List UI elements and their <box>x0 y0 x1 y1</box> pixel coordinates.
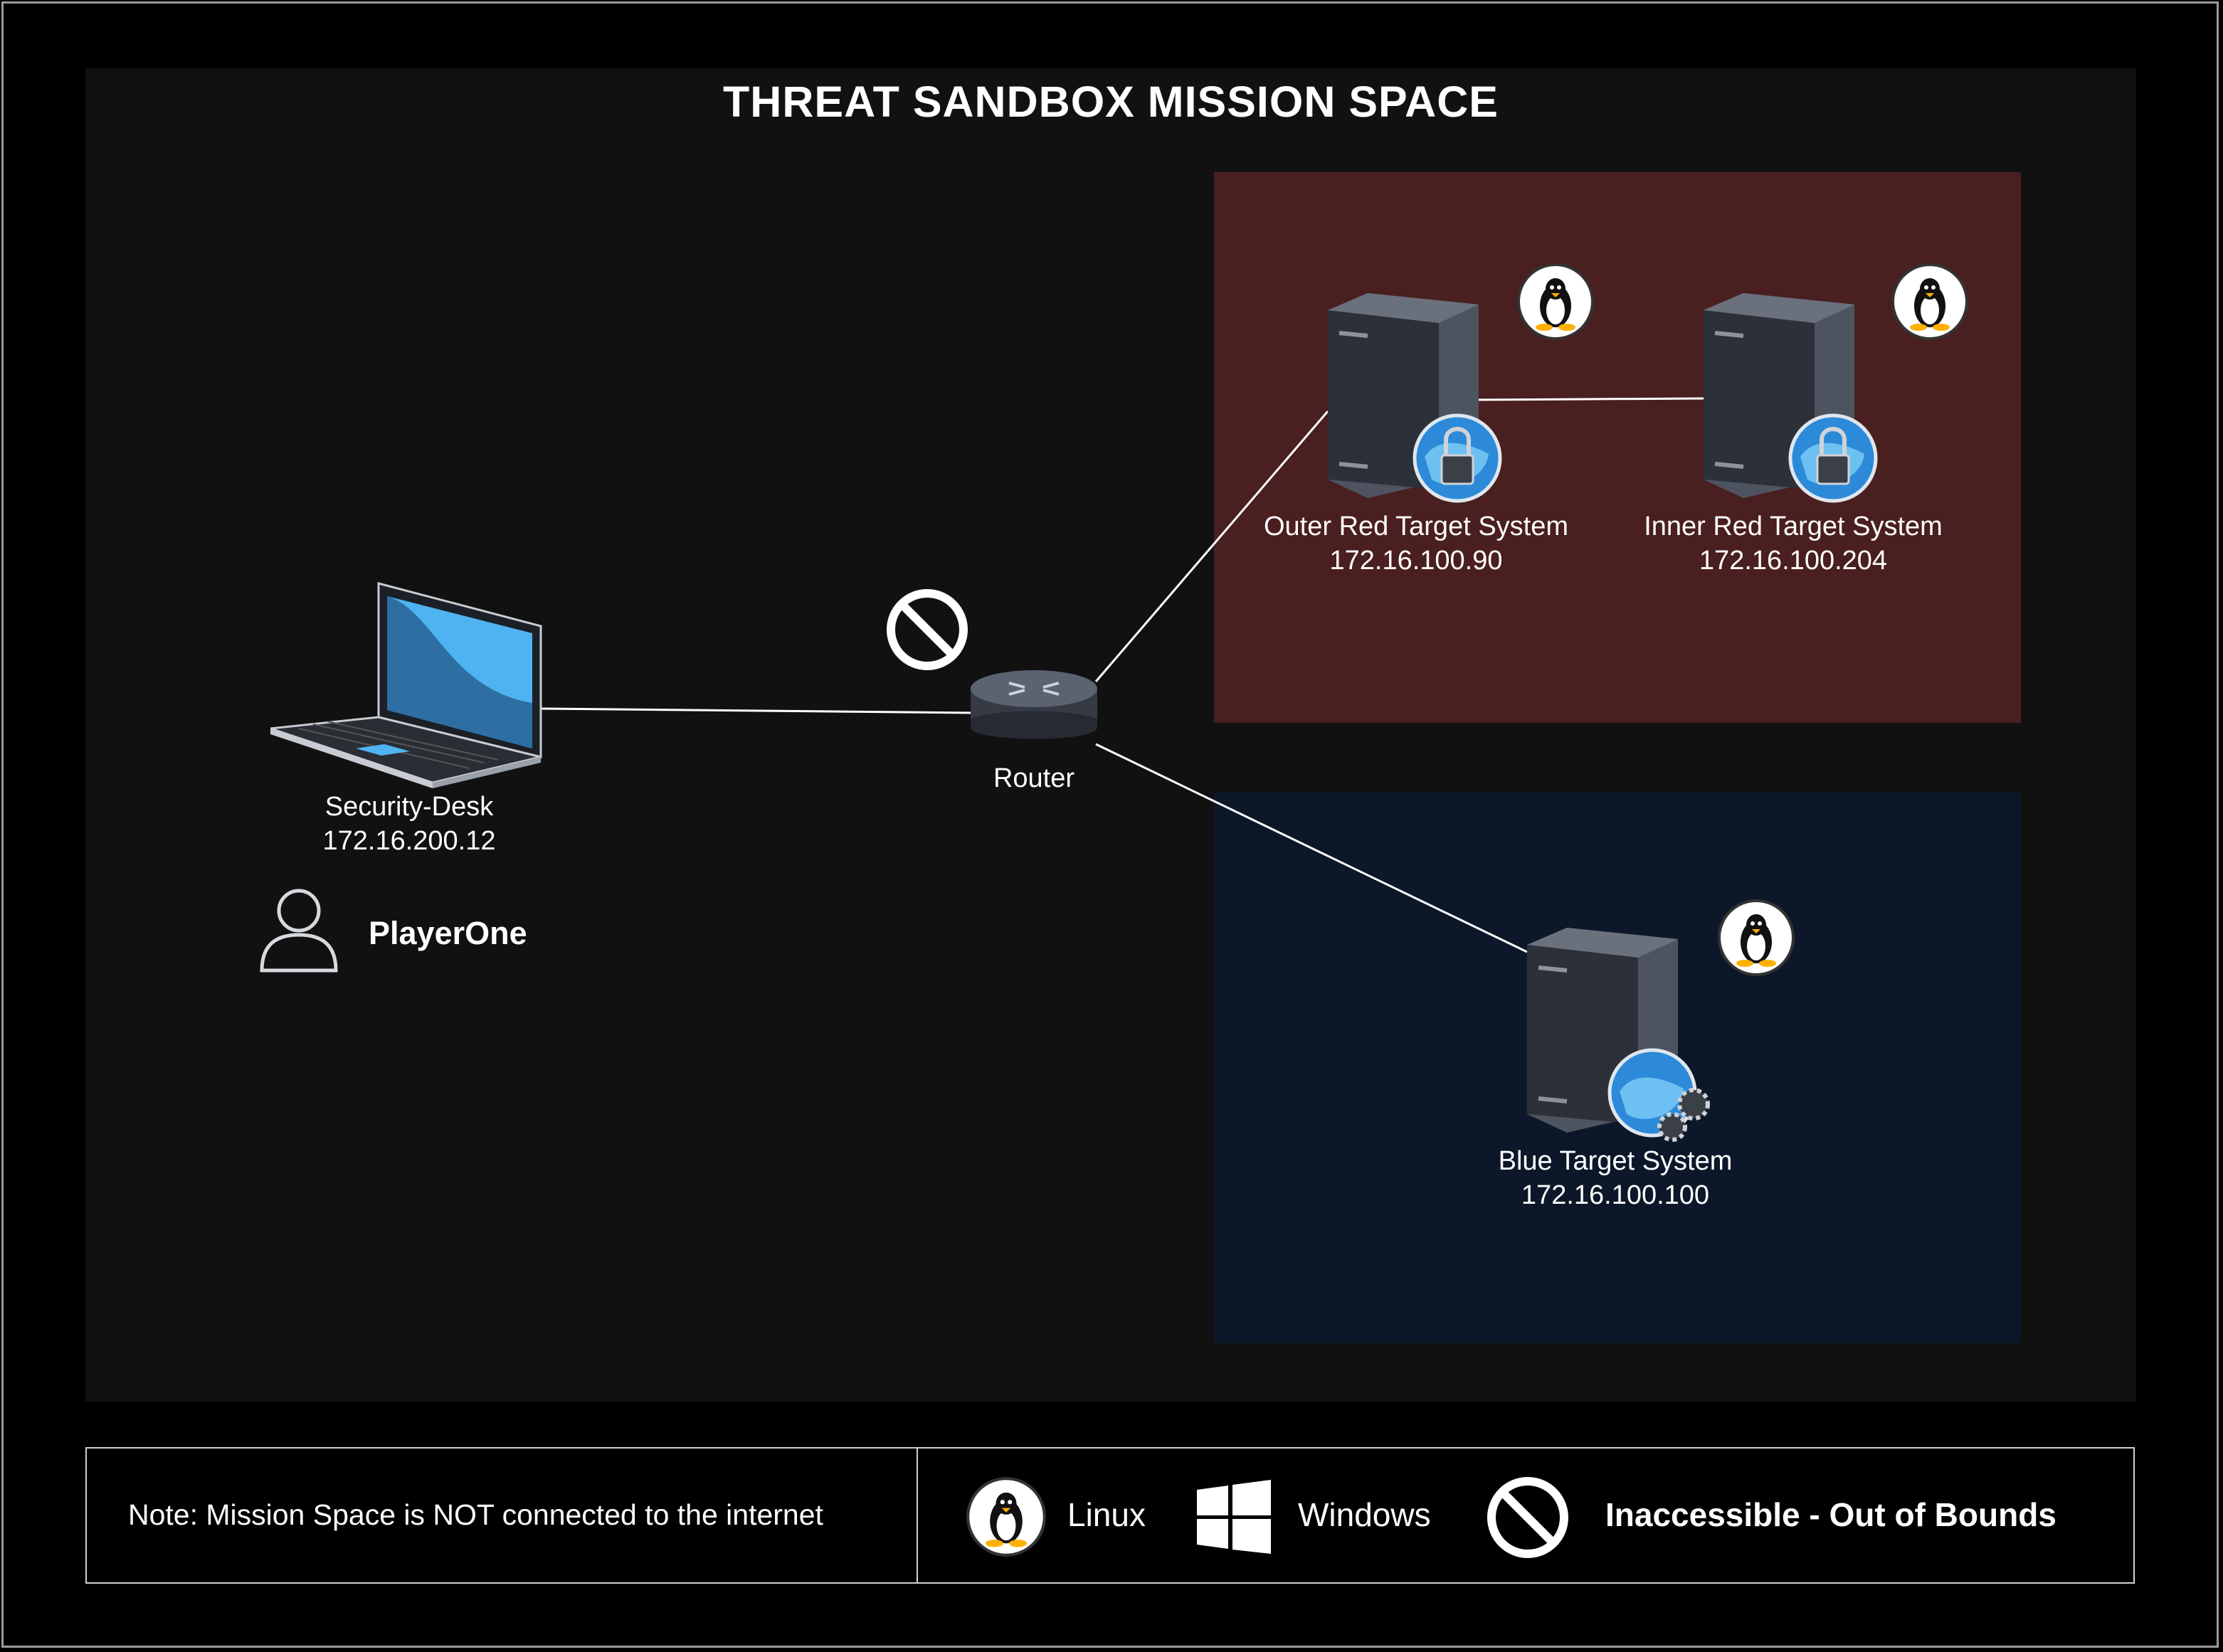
blue-ip: 172.16.100.100 <box>1521 1180 1710 1210</box>
blue-name: Blue Target System <box>1498 1146 1733 1176</box>
security-desk-label: Security-Desk 172.16.200.12 <box>270 790 548 858</box>
security-desk-ip: 172.16.200.12 <box>322 826 496 856</box>
legend-note: Note: Mission Space is NOT connected to … <box>128 1498 823 1531</box>
outer-red-server-icon <box>1328 293 1502 503</box>
inaccessible-icon <box>887 589 968 670</box>
legend-linux-icon <box>966 1477 1046 1557</box>
inner-red-label: Inner Red Target System 172.16.100.204 <box>1615 509 1971 578</box>
inner-red-server-icon <box>1704 293 1878 503</box>
outer-red-name: Outer Red Target System <box>1263 512 1569 541</box>
link-desk-router <box>540 707 974 714</box>
security-desk-name: Security-Desk <box>324 792 494 822</box>
router-label: Router <box>993 763 1075 793</box>
legend-windows-icon <box>1197 1480 1271 1554</box>
link-outer-inner-red <box>1475 397 1707 401</box>
blue-label: Blue Target System 172.16.100.100 <box>1437 1144 1793 1212</box>
link-router-blue <box>1095 743 1528 953</box>
blue-server-icon <box>1527 928 1710 1142</box>
inner-red-ip: 172.16.100.204 <box>1699 546 1888 576</box>
outer-red-linux-icon <box>1517 263 1594 340</box>
legend-inaccessible-label: Inaccessible - Out of Bounds <box>1605 1496 2056 1533</box>
inner-red-linux-icon <box>1891 263 1968 340</box>
link-router-outer-red <box>1094 411 1329 682</box>
outer-red-label: Outer Red Target System 172.16.100.90 <box>1238 509 1594 578</box>
router-icon <box>971 670 1097 739</box>
legend-linux-label: Linux <box>1067 1496 1146 1533</box>
blue-linux-icon <box>1718 899 1795 976</box>
legend: Note: Mission Space is NOT connected to … <box>85 1447 2135 1584</box>
legend-inaccessible-icon <box>1487 1477 1568 1558</box>
inner-red-name: Inner Red Target System <box>1644 512 1943 541</box>
legend-windows-label: Windows <box>1298 1496 1431 1533</box>
laptop-icon <box>270 582 542 788</box>
user-name: PlayerOne <box>369 915 527 951</box>
legend-divider <box>917 1449 918 1582</box>
outer-red-ip: 172.16.100.90 <box>1329 546 1503 576</box>
user-icon <box>260 889 338 973</box>
diagram-title: THREAT SANDBOX MISSION SPACE <box>723 78 1499 126</box>
